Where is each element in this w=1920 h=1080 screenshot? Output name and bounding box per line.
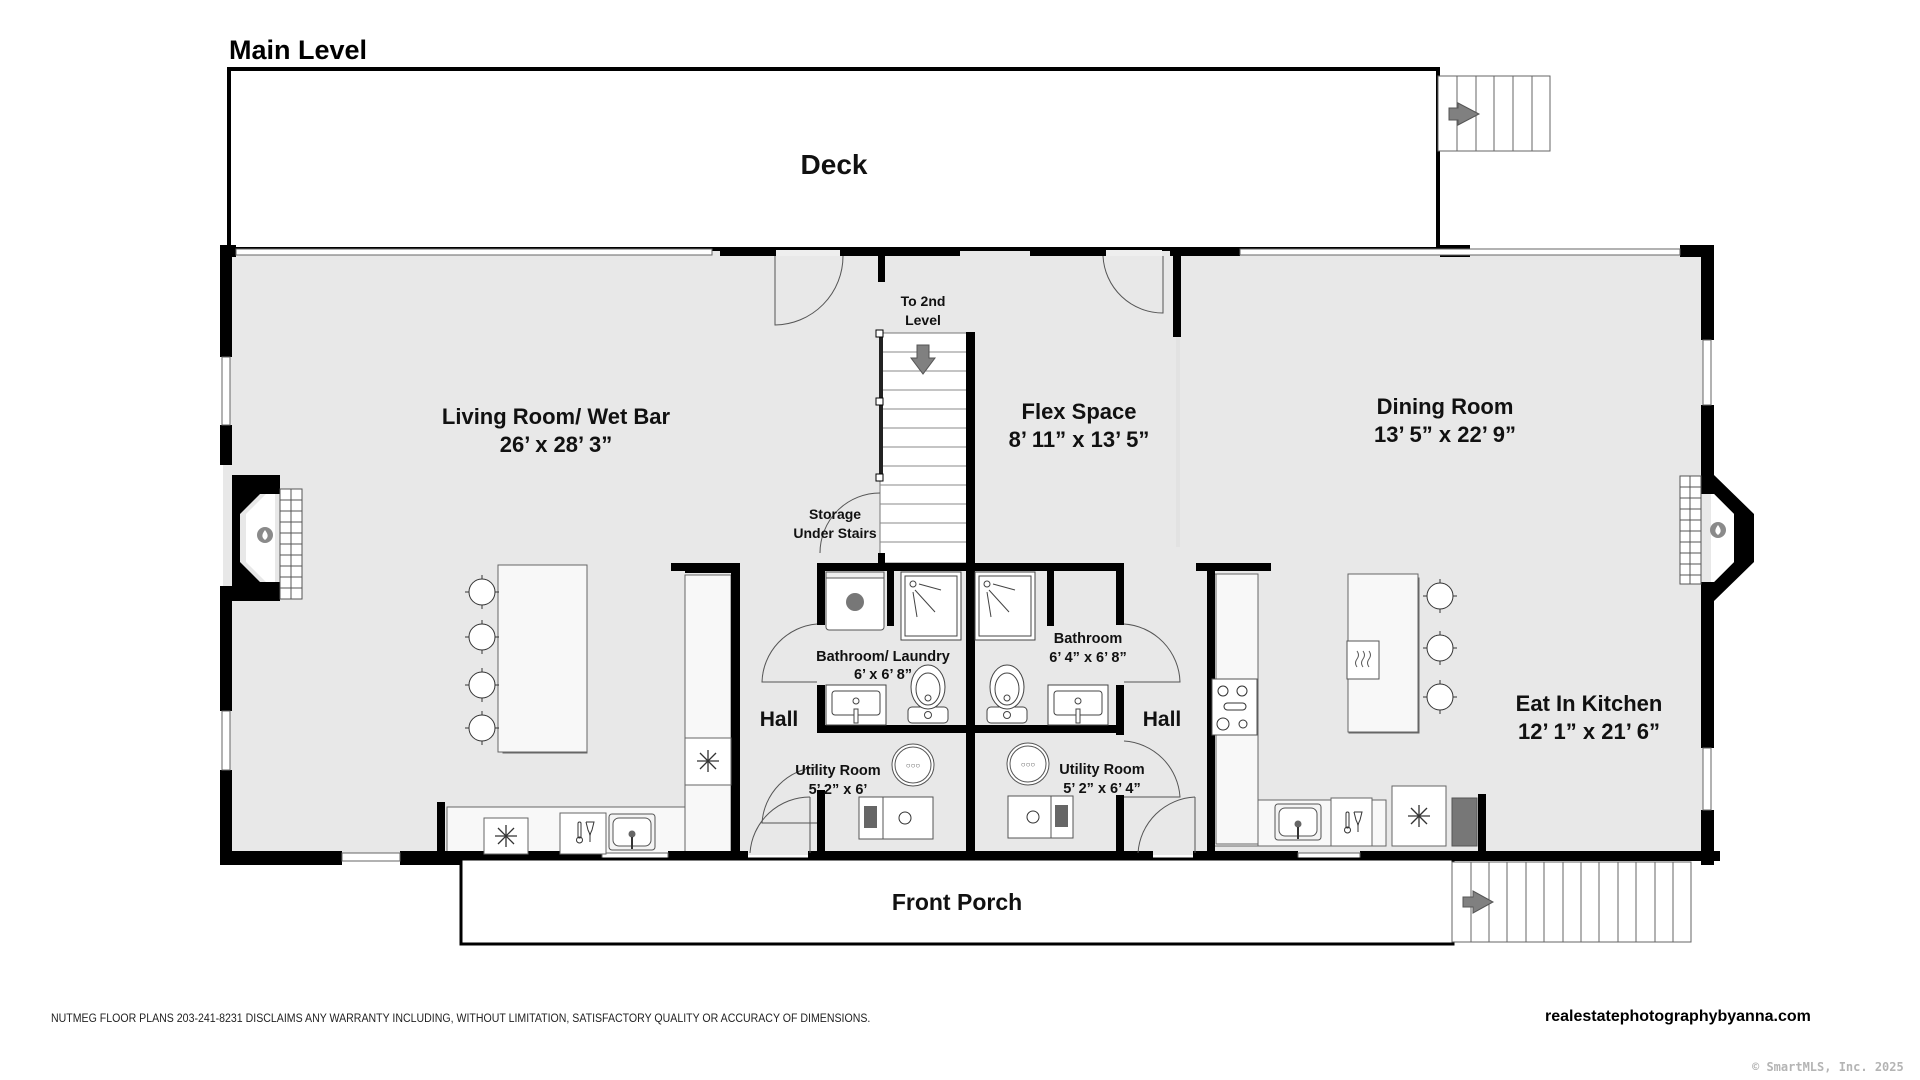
toilet-icon bbox=[986, 664, 1028, 724]
porch-label: Front Porch bbox=[892, 889, 1022, 915]
kitchen-name: Eat In Kitchen bbox=[1516, 691, 1663, 716]
refrigerator-icon bbox=[1407, 804, 1431, 828]
svg-text:○○○: ○○○ bbox=[1021, 760, 1036, 769]
dining-room-dims: 13’ 5” x 22’ 9” bbox=[1374, 422, 1516, 447]
fireplace-left bbox=[232, 475, 303, 601]
staircase: To 2nd Level Storage Under Stairs bbox=[793, 256, 975, 565]
bathroom-fixtures: Bathroom 6’ 4” x 6’ 8” bbox=[974, 571, 1181, 726]
storage-label-line1: Storage bbox=[809, 506, 861, 522]
bathroom-laundry-fixtures: Bathroom/ Laundry 6’ x 6’ 8” bbox=[761, 571, 962, 726]
flame-icon bbox=[1710, 522, 1726, 538]
flame-icon bbox=[257, 527, 273, 543]
kitchen-dims: 12’ 1” x 21’ 6” bbox=[1518, 719, 1660, 744]
front-stairs bbox=[1451, 861, 1692, 943]
shower-icon bbox=[900, 571, 962, 641]
flex-space-dims: 8’ 11” x 13’ 5” bbox=[1009, 427, 1150, 452]
shower-icon bbox=[974, 571, 1036, 641]
front-porch: Front Porch bbox=[459, 857, 1455, 946]
freezer-icon bbox=[494, 824, 518, 848]
back-stairs bbox=[1437, 75, 1551, 152]
sink-icon bbox=[1274, 803, 1322, 841]
vanity-sink-icon bbox=[1047, 684, 1109, 726]
utility-right-name: Utility Room bbox=[1059, 762, 1144, 778]
stair-arrow-icon bbox=[1448, 102, 1481, 126]
deck-label: Deck bbox=[801, 149, 868, 180]
stairs-label-line2: Level bbox=[905, 312, 941, 328]
living-room-name: Living Room/ Wet Bar bbox=[442, 404, 671, 429]
washer-icon bbox=[846, 593, 864, 611]
hall-left-label: Hall bbox=[760, 708, 799, 731]
vanity-sink-icon bbox=[825, 684, 887, 726]
stairs-label-line1: To 2nd bbox=[901, 293, 946, 309]
flex-space-name: Flex Space bbox=[1022, 399, 1137, 424]
dishwasher-icon bbox=[1346, 640, 1380, 680]
storage-label-line2: Under Stairs bbox=[793, 525, 876, 541]
svg-text:○○○: ○○○ bbox=[906, 761, 921, 770]
kitchen-fixtures bbox=[1211, 573, 1486, 852]
exterior-walls bbox=[220, 245, 1720, 865]
utility-right-dims: 5’ 2” x 6’ 4” bbox=[1063, 781, 1140, 797]
toilet-icon bbox=[907, 664, 949, 724]
copyright-text: © SmartMLS, Inc. 2025 bbox=[1752, 1060, 1904, 1074]
deck-area: Deck bbox=[227, 67, 1440, 251]
bath-laundry-name: Bathroom/ Laundry bbox=[816, 649, 950, 665]
utility-left-name: Utility Room bbox=[795, 763, 880, 779]
utility-left-dims: 5’ 2” x 6’ bbox=[809, 782, 868, 798]
dining-walls bbox=[1174, 255, 1181, 336]
bath-laundry-dims: 6’ x 6’ 8” bbox=[854, 667, 912, 683]
fireplace-right bbox=[1679, 475, 1754, 601]
bathroom-name: Bathroom bbox=[1054, 631, 1122, 647]
utility-left-fixtures: ○○○ Utility Room 5’ 2” x 6’ bbox=[749, 743, 935, 854]
deck-door-left bbox=[774, 250, 844, 326]
page-title: Main Level bbox=[229, 35, 367, 65]
sink-icon bbox=[608, 813, 656, 851]
utility-right-fixtures: ○○○ Utility Room 5’ 2” x 6’ 4” bbox=[1006, 740, 1196, 854]
disclaimer-text: NUTMEG FLOOR PLANS 203-241-8231 DISCLAIM… bbox=[51, 1013, 871, 1025]
hall-right-label: Hall bbox=[1143, 708, 1182, 731]
stair-down-arrow-icon bbox=[910, 344, 936, 375]
living-room-dims: 26’ x 28’ 3” bbox=[500, 432, 613, 457]
kitchen-island bbox=[1347, 573, 1419, 733]
cooktop-icon bbox=[1211, 678, 1258, 736]
refrigerator-icon bbox=[696, 749, 720, 773]
dining-room-name: Dining Room bbox=[1377, 394, 1514, 419]
website-link[interactable]: realestatephotographybyanna.com bbox=[1545, 1008, 1811, 1025]
center-block-walls bbox=[671, 563, 1271, 853]
living-island bbox=[464, 564, 588, 753]
stair-arrow-icon bbox=[1462, 890, 1495, 914]
bathroom-dims: 6’ 4” x 6’ 8” bbox=[1049, 650, 1126, 666]
